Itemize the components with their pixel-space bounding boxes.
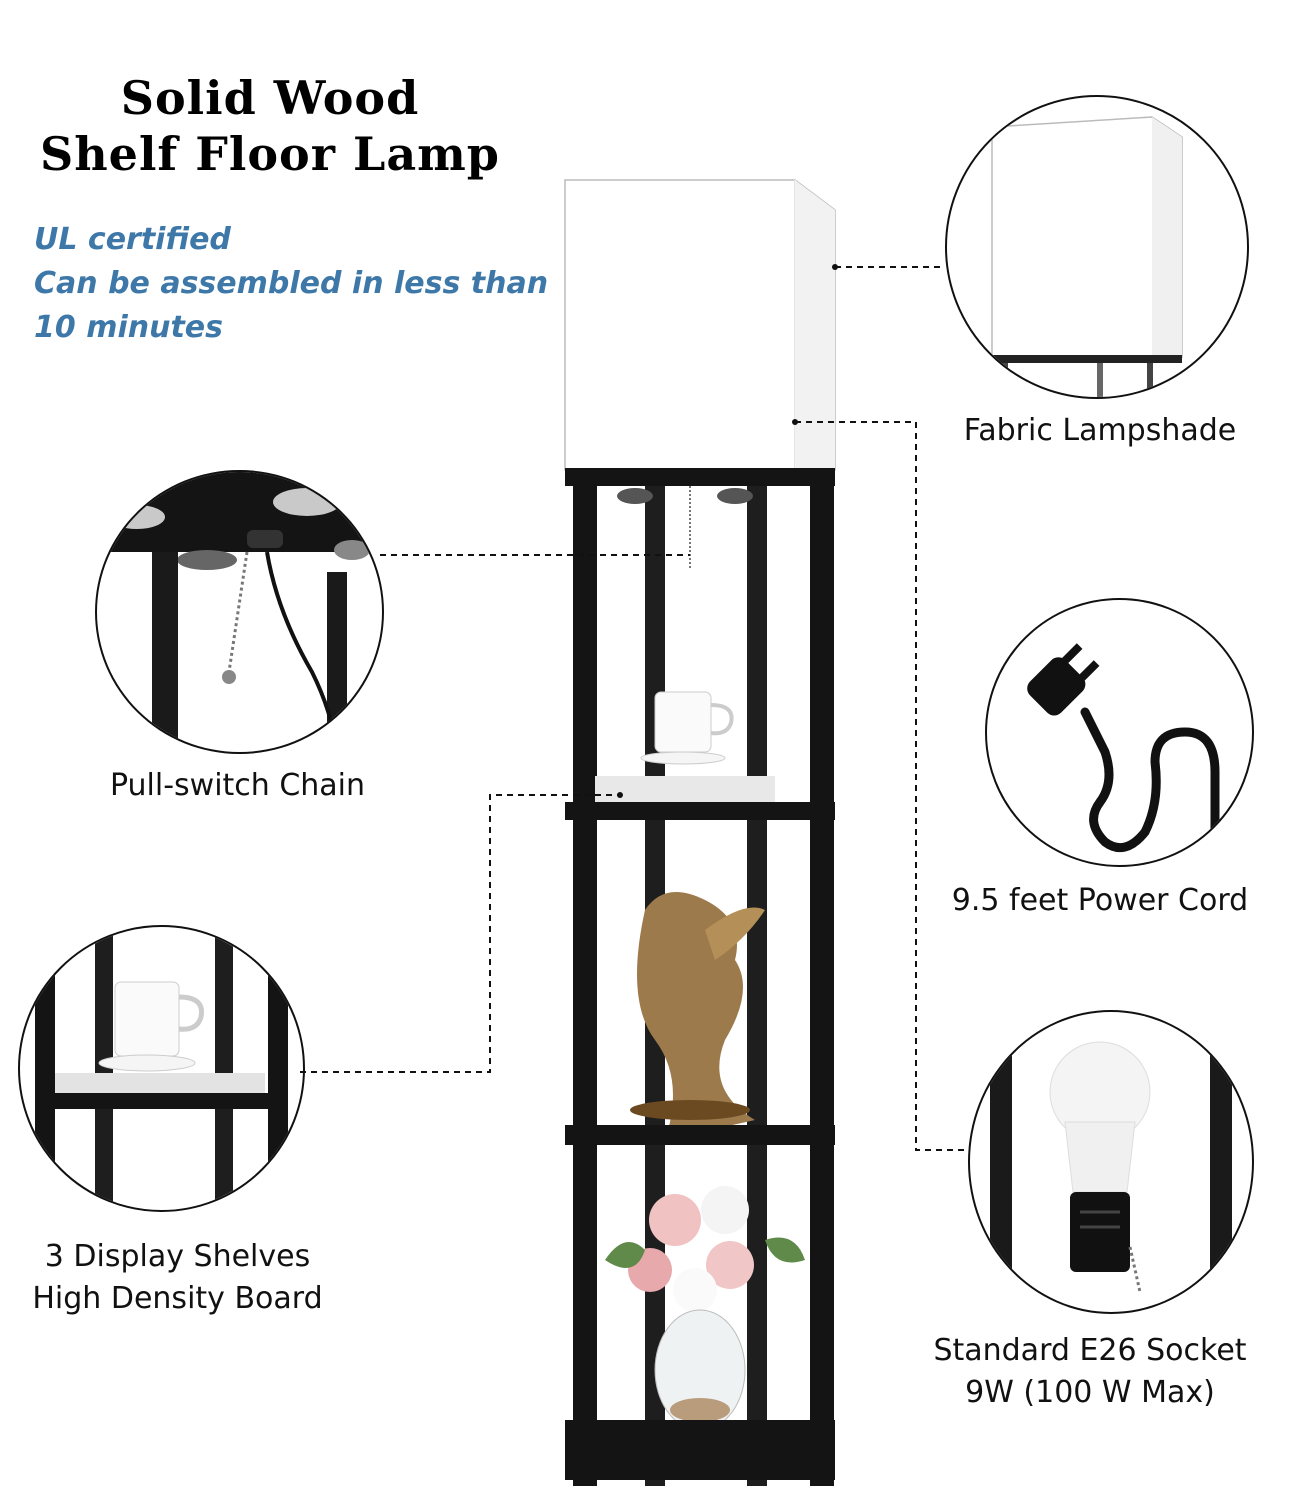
cord-label: 9.5 feet Power Cord	[951, 883, 1249, 918]
shelves-label-line-2: High Density Board	[32, 1281, 323, 1316]
feature-ul: UL certified	[34, 222, 231, 257]
title-line-1: Solid Wood	[120, 71, 420, 125]
feature-assembly: Can be assembled in less than	[34, 266, 549, 301]
lamp-illustration	[555, 170, 855, 1490]
product-title: Solid Wood Shelf Floor Lamp	[10, 70, 530, 182]
shelf-image	[35, 927, 288, 1210]
feature-time: 10 minutes	[34, 310, 223, 345]
socket-label-line-2: 9W (100 W Max)	[965, 1375, 1215, 1410]
light-bulb-image	[990, 1041, 1232, 1312]
lampshade-label: Fabric Lampshade	[963, 413, 1237, 448]
lampshade-detail-circle	[945, 95, 1249, 399]
chain-detail-circle	[95, 470, 384, 754]
shelves-label-line-1: 3 Display Shelves	[44, 1239, 311, 1274]
shelves-detail-circle	[18, 925, 305, 1212]
feature-list: UL certified Can be assembled in less th…	[34, 218, 548, 350]
power-plug-icon	[1027, 643, 1220, 853]
cord-detail-circle	[985, 598, 1254, 867]
socket-label: Standard E26 Socket 9W (100 W Max)	[905, 1330, 1275, 1414]
socket-label-line-1: Standard E26 Socket	[933, 1333, 1247, 1368]
title-line-2: Shelf Floor Lamp	[40, 127, 500, 181]
socket-detail-circle	[968, 1010, 1254, 1314]
shelves-label: 3 Display Shelves High Density Board	[10, 1236, 345, 1320]
lampshade-image	[991, 116, 1183, 397]
chain-label: Pull-switch Chain	[109, 768, 366, 803]
